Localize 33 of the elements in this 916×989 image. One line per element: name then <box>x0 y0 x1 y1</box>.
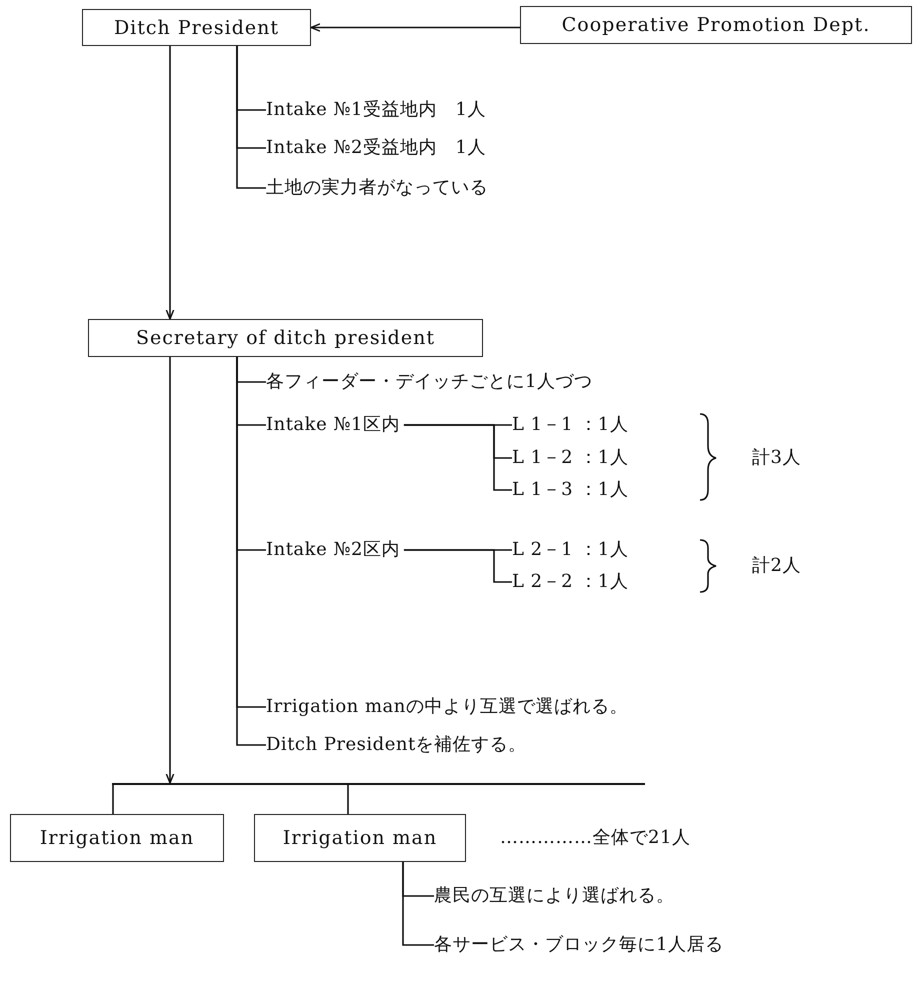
note-text: Intake №2区内 <box>266 537 494 563</box>
total-label: 計2人 <box>752 554 801 578</box>
arrow <box>310 23 520 32</box>
note-text: Intake №2受益地内 1人 <box>266 135 486 161</box>
position-box: Ditch President <box>82 9 311 46</box>
position-box: Irrigation man <box>254 814 466 862</box>
total-label: ……………全体で21人 <box>500 826 690 850</box>
note-text: Irrigation manの中より互選で選ばれる。 <box>266 694 628 720</box>
note-text: L 1－1 ：1人 <box>512 412 628 438</box>
branch-line <box>112 783 645 785</box>
note-text: L 2－1 ：1人 <box>512 537 628 563</box>
connector-line <box>112 785 114 814</box>
position-box: Irrigation man <box>10 814 224 862</box>
note-text: L 2－2 ：1人 <box>512 569 628 595</box>
connector-line <box>402 862 434 946</box>
total-label: 計3人 <box>752 446 801 470</box>
position-box: Secretary of ditch president <box>88 319 483 357</box>
connector-line <box>404 424 512 491</box>
note-text: 各フィーダー・デイッチごとに1人づつ <box>266 369 592 395</box>
connector-line <box>236 46 266 189</box>
note-text: Ditch Presidentを補佐する。 <box>266 732 527 758</box>
note-text: L 1－3 ：1人 <box>512 477 628 503</box>
arrow <box>166 357 174 784</box>
arrow <box>166 46 174 320</box>
note-text: 各サービス・ブロック毎に1人居る <box>434 932 724 958</box>
note-text: Intake №1区内 <box>266 412 494 438</box>
note-text: Intake №1受益地内 1人 <box>266 97 486 123</box>
note-text: L 1－2 ：1人 <box>512 445 628 471</box>
connector-line <box>347 785 349 814</box>
note-text: 土地の実力者がなっている <box>266 175 488 201</box>
connector-line <box>404 549 512 583</box>
position-box: Cooperative Promotion Dept. <box>520 6 912 44</box>
note-text: 農民の互選により選ばれる。 <box>434 883 674 909</box>
